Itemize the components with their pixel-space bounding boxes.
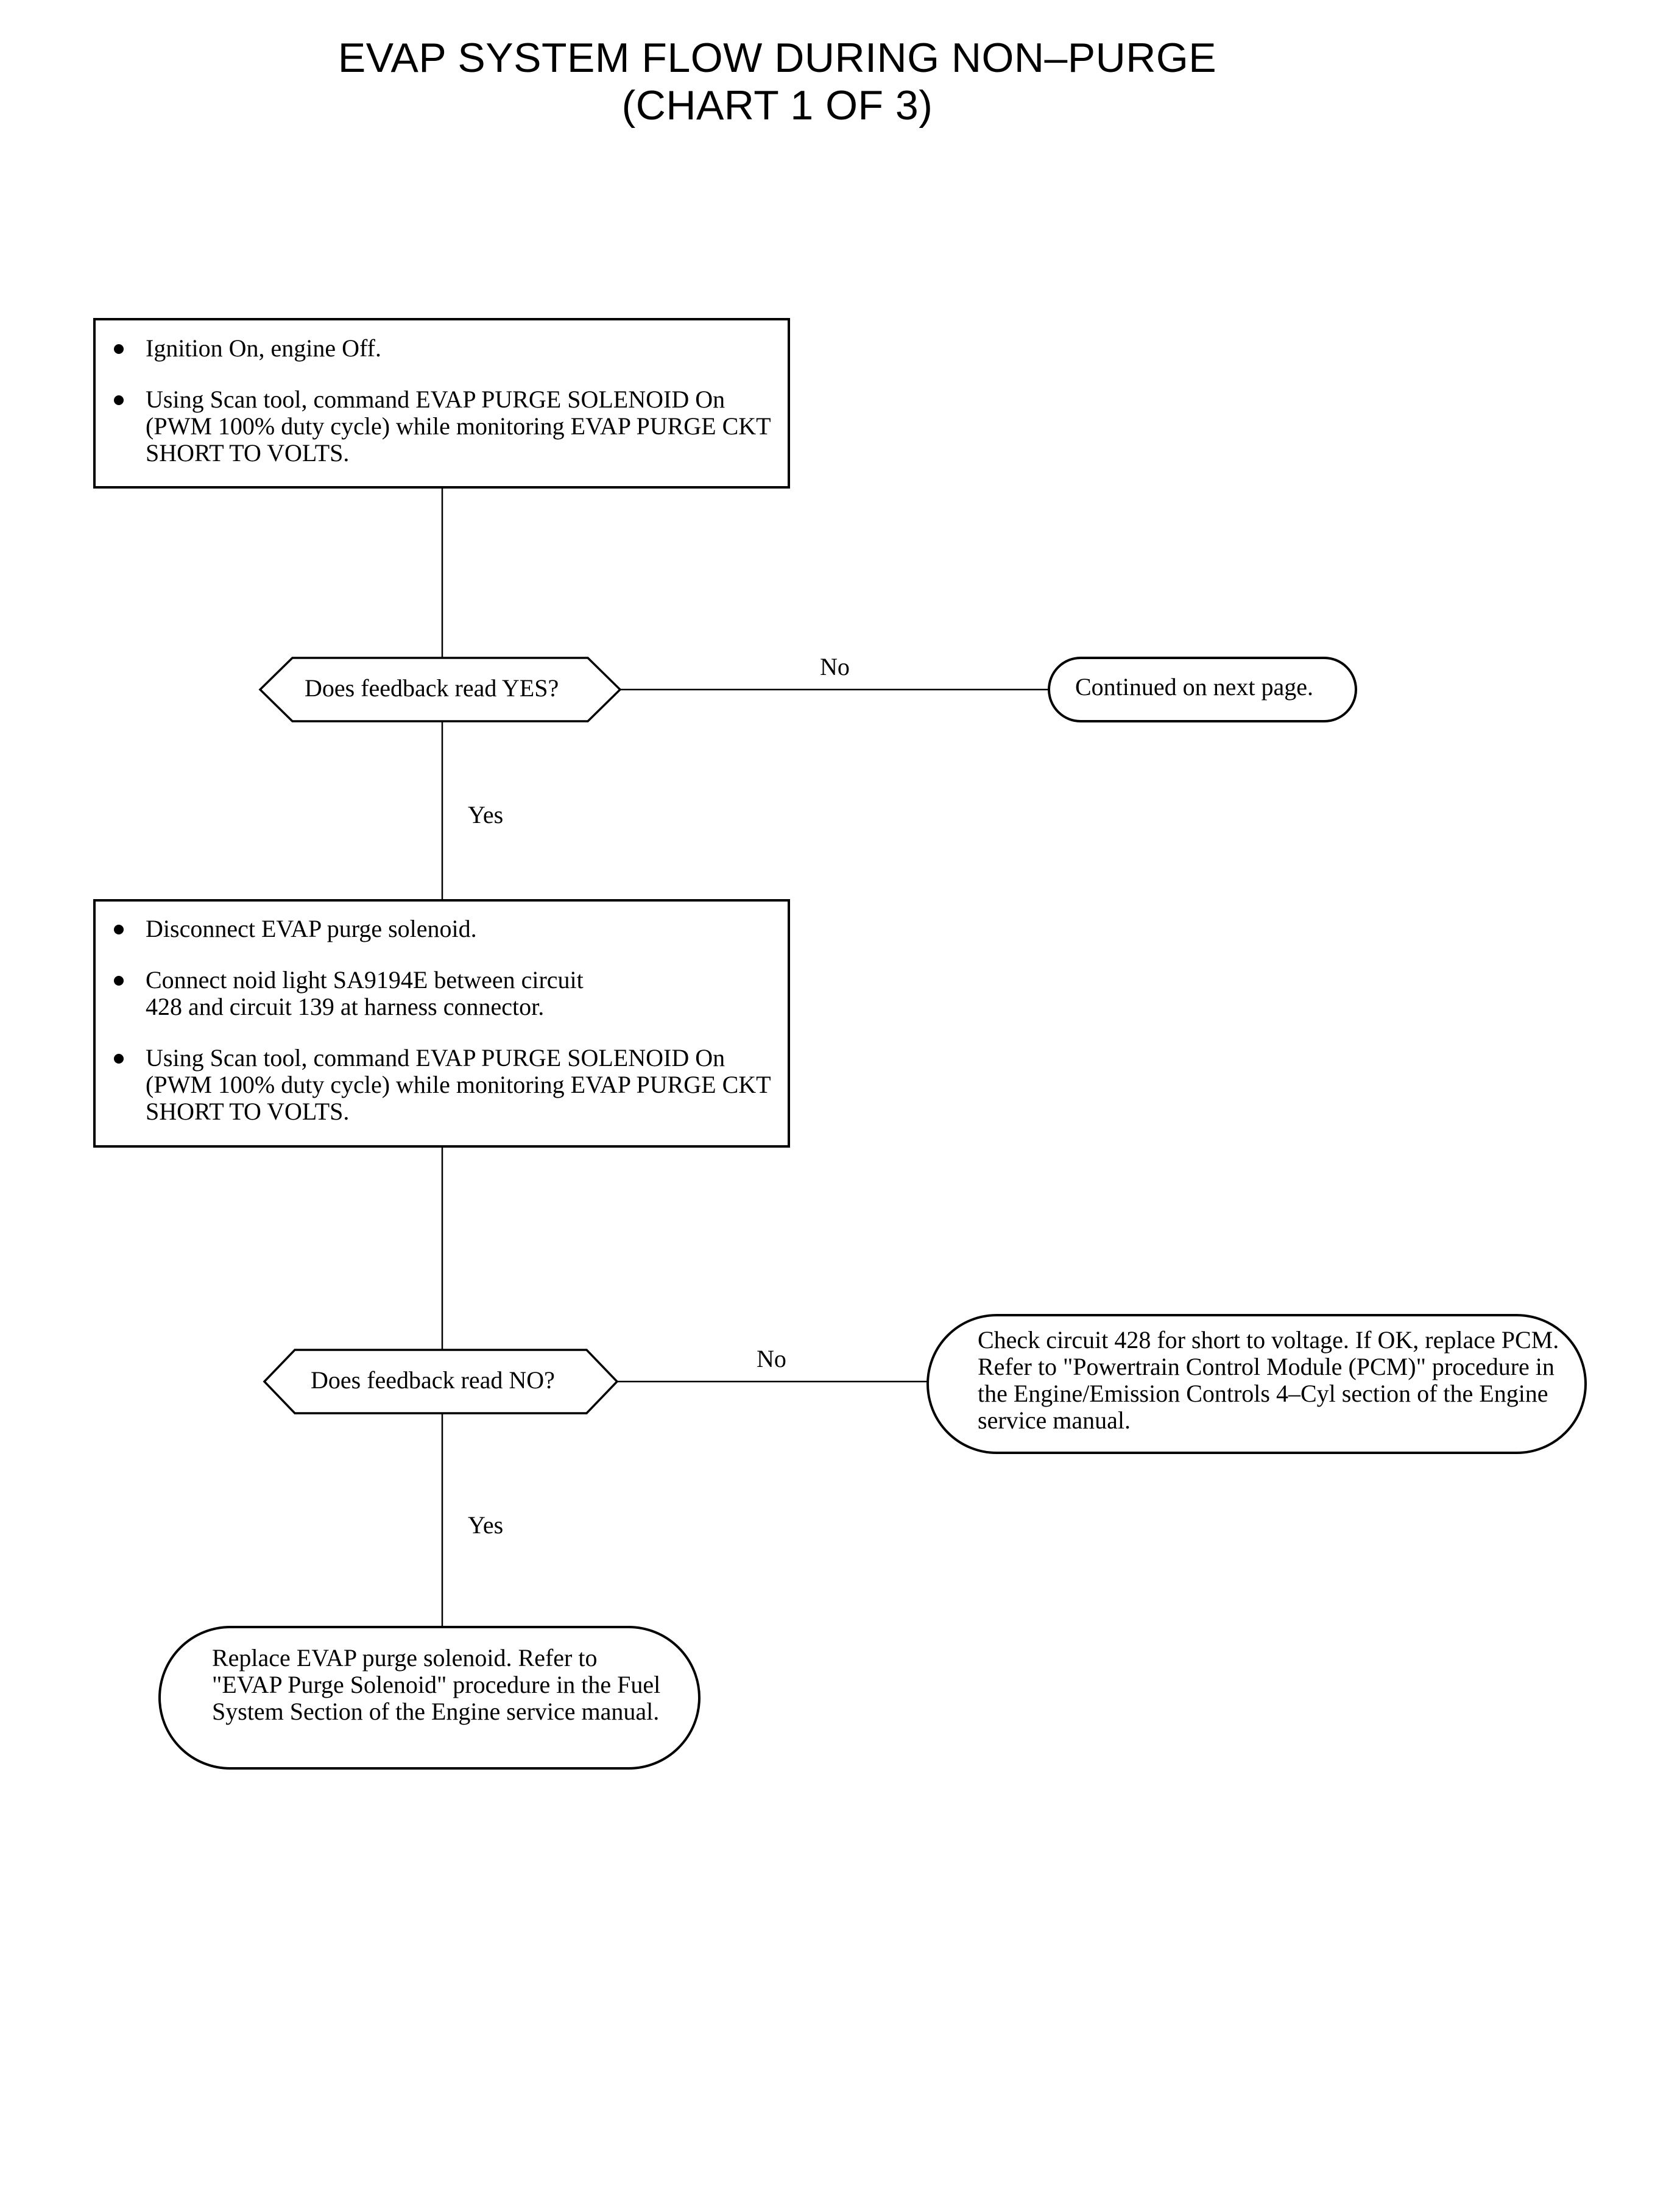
decision-1-yes-label: Yes	[468, 801, 504, 828]
step-2-bullet-1: Disconnect EVAP purge solenoid.	[96, 916, 788, 942]
terminal-check-circuit-frame	[926, 1314, 1587, 1454]
decision-2-yes-label: Yes	[468, 1511, 504, 1539]
terminal-replace-solenoid-frame	[158, 1626, 701, 1770]
bullet-icon	[114, 344, 124, 354]
decision-1-question: Does feedback read YES?	[305, 674, 559, 702]
terminal-continued-text: Continued on next page.	[1075, 673, 1314, 701]
step-1-bullet-1: Ignition On, engine Off.	[96, 335, 788, 362]
terminal-check-circuit-text: Check circuit 428 for short to voltage. …	[978, 1326, 1559, 1434]
step-2-bullet-3: Using Scan tool, command EVAP PURGE SOLE…	[96, 1045, 788, 1125]
decision-1-no-label: No	[820, 653, 850, 680]
page-subtitle: (CHART 1 OF 3)	[621, 82, 933, 129]
terminal-replace-solenoid-text: Replace EVAP purge solenoid. Refer to "E…	[212, 1644, 661, 1725]
decision-2-question: Does feedback read NO?	[311, 1366, 555, 1394]
step-box-1: Ignition On, engine Off. Using Scan tool…	[96, 335, 788, 467]
bullet-icon	[114, 1054, 124, 1064]
bullet-icon	[114, 976, 124, 986]
decision-2-no-label: No	[757, 1345, 786, 1372]
bullet-icon	[114, 395, 124, 405]
step-1-bullet-2: Using Scan tool, command EVAP PURGE SOLE…	[96, 386, 788, 467]
step-2-bullet-2: Connect noid light SA9194E between circu…	[96, 967, 788, 1020]
bullet-icon	[114, 925, 124, 934]
page-title: EVAP SYSTEM FLOW DURING NON–PURGE	[337, 35, 1217, 81]
step-box-2: Disconnect EVAP purge solenoid. Connect …	[96, 916, 788, 1125]
